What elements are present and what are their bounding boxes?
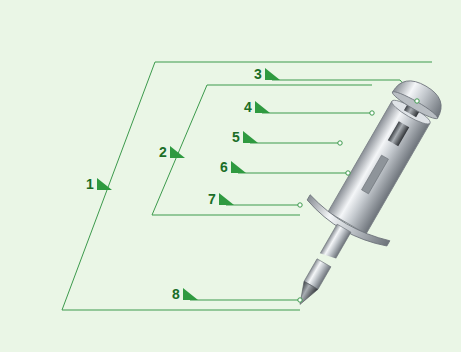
leader-dots bbox=[298, 99, 419, 302]
callout-number: 8 bbox=[172, 287, 180, 301]
pin-illustration bbox=[260, 63, 461, 327]
leader-lines bbox=[62, 62, 432, 310]
callout-number: 5 bbox=[232, 130, 240, 144]
callout-number: 4 bbox=[244, 100, 252, 114]
callout-number: 6 bbox=[220, 160, 228, 174]
callout-number: 7 bbox=[208, 192, 216, 206]
callout-number: 2 bbox=[159, 145, 167, 159]
callout-number: 3 bbox=[254, 67, 262, 81]
callout-markers bbox=[97, 68, 280, 300]
callout-number: 1 bbox=[86, 177, 94, 191]
